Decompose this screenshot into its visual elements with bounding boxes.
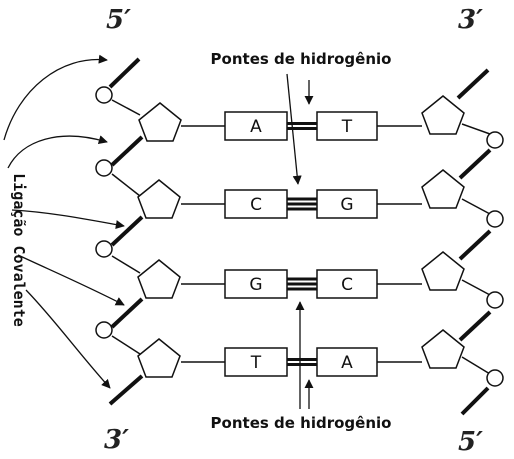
base-label-left: C: [250, 195, 262, 215]
covalent-arrows: [3, 54, 125, 389]
hydrogen-bonds-title-bottom: Pontes de hidrogênio: [211, 414, 392, 432]
base-label-right: G: [340, 195, 353, 215]
hydrogen-arrows: [286, 73, 314, 409]
base-label-left: G: [249, 275, 262, 295]
base-box-right: [316, 111, 378, 141]
base-box-left: [224, 111, 288, 141]
end-label-bottom-left: 3′: [104, 425, 129, 455]
covalent-bond-label: Ligação Covalente: [10, 173, 28, 327]
end-label-top-right: 3′: [458, 5, 483, 35]
hydrogen-bonds-title-top: Pontes de hidrogênio: [211, 50, 392, 68]
base-box-left: [224, 269, 288, 299]
base-label-right: C: [341, 275, 353, 295]
end-label-top-left: 5′: [106, 5, 131, 35]
base-box-right: [316, 189, 378, 219]
base-box-right: [316, 347, 378, 377]
base-box-left: [224, 347, 288, 377]
base-label-left: A: [250, 117, 262, 137]
end-label-bottom-right: 5′: [458, 427, 483, 457]
right-strand: [421, 68, 504, 416]
left-strand: [95, 57, 182, 406]
base-label-right: T: [341, 117, 353, 137]
base-label-right: A: [341, 353, 353, 373]
base-box-right: [316, 269, 378, 299]
base-label-left: T: [250, 353, 262, 373]
